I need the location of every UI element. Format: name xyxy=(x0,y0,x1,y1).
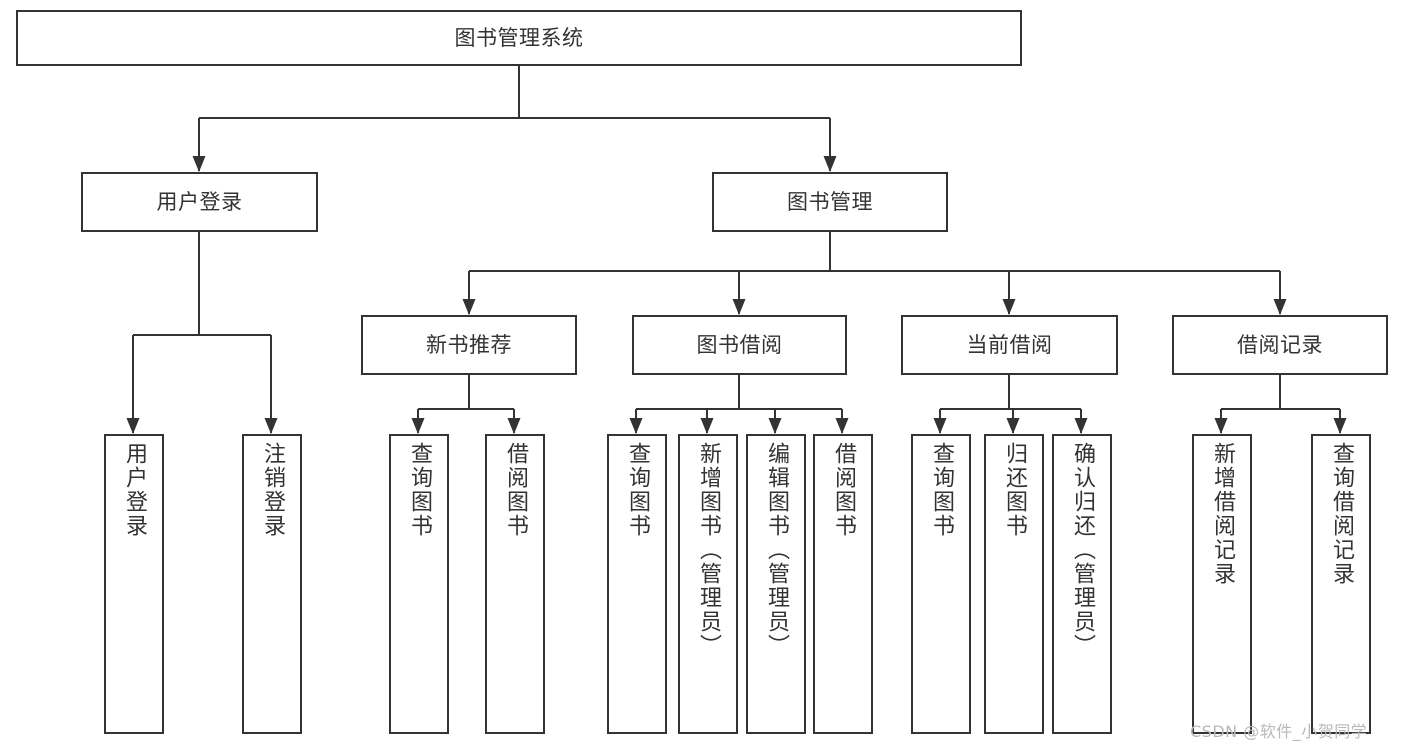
node-label: 新增借阅记录 xyxy=(1210,442,1235,586)
node-label: 查询借阅记录 xyxy=(1329,442,1354,586)
bus-current-borrow-arrow-2 xyxy=(1074,418,1088,434)
node-label: 查询图书 xyxy=(407,442,432,538)
node-label: 图书借阅 xyxy=(696,332,783,357)
node-leaf-confirm-return[interactable]: 确认归还（管理员） xyxy=(1052,434,1112,734)
node-label: 图书管理 xyxy=(787,189,873,214)
bus-root-arrow-1 xyxy=(823,156,837,172)
node-label: 当前借阅 xyxy=(966,332,1053,357)
node-label: 图书管理系统 xyxy=(454,25,584,50)
bus-book-manage-arrow-1 xyxy=(732,299,746,315)
bus-user-login-arrow-1 xyxy=(264,418,278,434)
bus-book-manage-arrow-0 xyxy=(462,299,476,315)
node-label: 注销登录 xyxy=(260,442,285,538)
node-current-borrow[interactable]: 当前借阅 xyxy=(901,315,1118,375)
bus-user-login-arrow-0 xyxy=(126,418,140,434)
node-label: 借阅图书 xyxy=(503,442,528,538)
node-label: 编辑图书（管理员） xyxy=(764,442,789,658)
bus-book-borrow-arrow-3 xyxy=(835,418,849,434)
node-label: 归还图书 xyxy=(1002,442,1027,538)
node-label: 用户登录 xyxy=(122,442,147,538)
watermark-text: CSDN @软件_小贺同学 xyxy=(1190,722,1368,741)
node-leaf-add-book[interactable]: 新增图书（管理员） xyxy=(678,434,738,734)
bus-root-arrow-0 xyxy=(192,156,206,172)
node-leaf-add-record[interactable]: 新增借阅记录 xyxy=(1192,434,1252,734)
bus-current-borrow-arrow-0 xyxy=(933,418,947,434)
node-leaf-edit-book[interactable]: 编辑图书（管理员） xyxy=(746,434,806,734)
node-leaf-user-logout[interactable]: 注销登录 xyxy=(242,434,302,734)
node-label: 确认归还（管理员） xyxy=(1070,442,1095,658)
node-label: 查询图书 xyxy=(929,442,954,538)
bus-book-borrow-arrow-2 xyxy=(768,418,782,434)
bus-book-borrow-arrow-0 xyxy=(629,418,643,434)
node-leaf-query-book-1[interactable]: 查询图书 xyxy=(389,434,449,734)
node-new-book-rec[interactable]: 新书推荐 xyxy=(361,315,577,375)
node-leaf-query-record[interactable]: 查询借阅记录 xyxy=(1311,434,1371,734)
node-label: 借阅图书 xyxy=(831,442,856,538)
bus-book-manage-arrow-3 xyxy=(1273,299,1287,315)
node-leaf-borrow-book-1[interactable]: 借阅图书 xyxy=(485,434,545,734)
node-leaf-return-book[interactable]: 归还图书 xyxy=(984,434,1044,734)
node-borrow-record[interactable]: 借阅记录 xyxy=(1172,315,1388,375)
bus-book-borrow-arrow-1 xyxy=(700,418,714,434)
node-label: 借阅记录 xyxy=(1237,332,1323,357)
node-user-login[interactable]: 用户登录 xyxy=(81,172,318,232)
bus-book-manage-arrow-2 xyxy=(1002,299,1016,315)
node-leaf-query-book-2[interactable]: 查询图书 xyxy=(607,434,667,734)
bus-borrow-record-arrow-0 xyxy=(1214,418,1228,434)
bus-new-book-rec-arrow-0 xyxy=(411,418,425,434)
node-label: 新增图书（管理员） xyxy=(696,442,721,658)
node-label: 用户登录 xyxy=(156,189,243,214)
node-leaf-query-book-3[interactable]: 查询图书 xyxy=(911,434,971,734)
node-book-borrow[interactable]: 图书借阅 xyxy=(632,315,847,375)
node-leaf-borrow-book-2[interactable]: 借阅图书 xyxy=(813,434,873,734)
node-leaf-user-login[interactable]: 用户登录 xyxy=(104,434,164,734)
node-label: 新书推荐 xyxy=(426,332,512,357)
node-root[interactable]: 图书管理系统 xyxy=(16,10,1022,66)
bus-borrow-record-arrow-1 xyxy=(1333,418,1347,434)
bus-current-borrow-arrow-1 xyxy=(1006,418,1020,434)
node-label: 查询图书 xyxy=(625,442,650,538)
bus-new-book-rec-arrow-1 xyxy=(507,418,521,434)
node-book-manage[interactable]: 图书管理 xyxy=(712,172,948,232)
